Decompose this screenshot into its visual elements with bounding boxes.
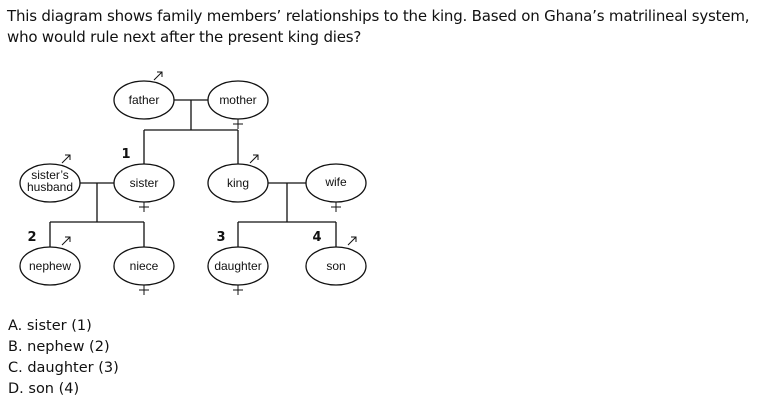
node-wife: wife xyxy=(305,163,367,212)
answer-option-d[interactable]: D. son (4) xyxy=(8,381,80,397)
nephew-number: 2 xyxy=(27,230,36,245)
father-label: father xyxy=(129,93,160,107)
node-sisters-husband: sister’s husband xyxy=(19,154,81,203)
sisters-husband-label-line1: sister’s xyxy=(31,168,69,182)
daughter-number: 3 xyxy=(216,230,225,245)
question-text: This diagram shows family members’ relat… xyxy=(7,7,750,46)
female-symbol-icon xyxy=(139,202,149,212)
niece-label: niece xyxy=(130,259,159,273)
female-symbol-icon xyxy=(331,202,341,212)
node-son: 4 son xyxy=(305,230,367,286)
mother-label: mother xyxy=(219,93,256,107)
node-niece: niece xyxy=(113,246,175,295)
node-mother: mother xyxy=(207,80,269,129)
king-label: king xyxy=(227,176,249,190)
node-sister: 1 sister xyxy=(113,147,175,212)
female-symbol-icon xyxy=(233,285,243,295)
node-father: father xyxy=(113,71,175,120)
sisters-husband-label-line2: husband xyxy=(27,180,73,194)
answer-option-a[interactable]: A. sister (1) xyxy=(8,318,92,334)
sister-number: 1 xyxy=(121,147,130,162)
wife-label: wife xyxy=(324,175,347,189)
answer-option-c[interactable]: C. daughter (3) xyxy=(8,360,119,376)
answer-choices: A. sister (1) B. nephew (2) C. daughter … xyxy=(8,316,119,400)
male-symbol-icon xyxy=(61,154,71,164)
node-daughter: 3 daughter xyxy=(207,230,269,295)
sister-label: sister xyxy=(130,176,159,190)
answer-option-b[interactable]: B. nephew (2) xyxy=(8,339,110,355)
male-symbol-icon xyxy=(249,154,259,164)
nephew-label: nephew xyxy=(29,259,71,273)
son-label: son xyxy=(326,259,345,273)
son-number: 4 xyxy=(312,230,321,245)
node-nephew: 2 nephew xyxy=(19,230,81,286)
female-symbol-icon xyxy=(233,119,243,129)
female-symbol-icon xyxy=(139,285,149,295)
male-symbol-icon xyxy=(61,236,71,246)
node-king: king xyxy=(207,154,269,203)
relationship-lines xyxy=(49,99,337,247)
male-symbol-icon xyxy=(347,236,357,246)
male-symbol-icon xyxy=(153,71,163,81)
daughter-label: daughter xyxy=(214,259,261,273)
